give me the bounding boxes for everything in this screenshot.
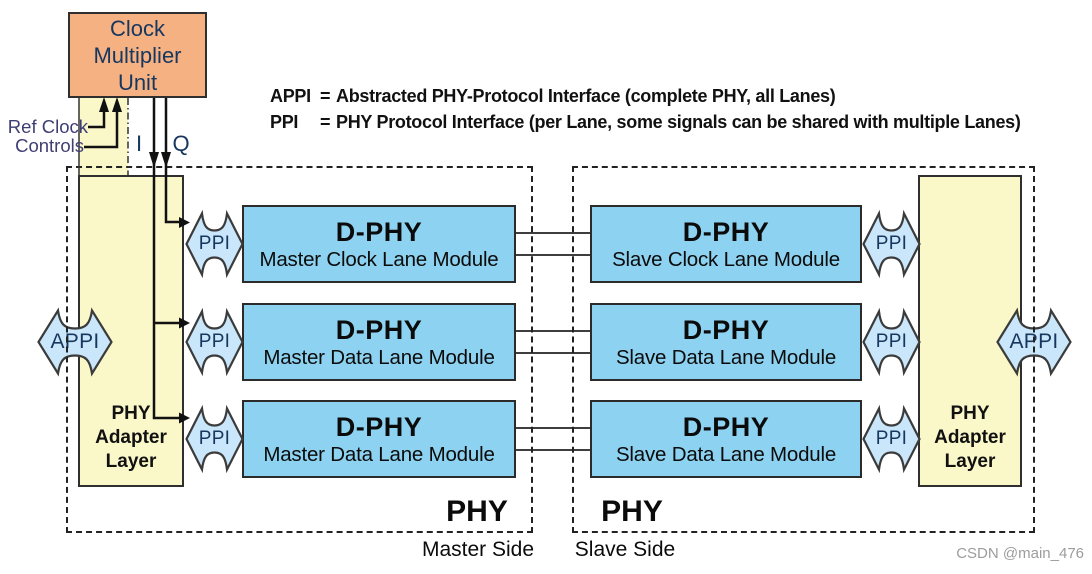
ppi-eq: = (320, 112, 331, 132)
appi-definition-row: APPI = Abstracted PHY-Protocol Interface… (270, 83, 1021, 109)
master-ppi-arrow-1: PPI (185, 206, 244, 282)
ppi-label: PPI (875, 233, 908, 254)
appi-definition: Abstracted PHY-Protocol Interface (compl… (336, 86, 836, 106)
master-data-lane-module-1: D-PHY Master Data Lane Module (242, 303, 516, 381)
ref-clock-label: Ref Clock (7, 116, 88, 137)
module-title: D-PHY (335, 411, 423, 442)
watermark: CSDN @main_476 (956, 545, 1084, 562)
ppi-term: PPI (270, 112, 299, 132)
master-side-label: Master Side (421, 538, 535, 561)
slave-data-lane-module-2: D-PHY Slave Data Lane Module (590, 400, 862, 478)
slave-clock-lane-module: D-PHY Slave Clock Lane Module (590, 205, 862, 283)
slave-phy-label: PHY (601, 495, 663, 528)
module-subtitle: Master Clock Lane Module (259, 247, 499, 271)
ppi-label: PPI (198, 331, 231, 352)
i-signal-label: I (135, 131, 143, 156)
slave-data-lane-module-1: D-PHY Slave Data Lane Module (590, 303, 862, 381)
master-phy-boundary-box (66, 166, 533, 533)
master-clock-lane-module: D-PHY Master Clock Lane Module (242, 205, 516, 283)
slave-ppi-arrow-3: PPI (862, 401, 921, 477)
controls-label: Controls (15, 135, 84, 156)
module-subtitle: Slave Clock Lane Module (612, 247, 840, 271)
appi-label: APPI (50, 330, 100, 353)
ppi-definition-row: PPI = PHY Protocol Interface (per Lane, … (270, 109, 1021, 135)
double-arrow-icon (862, 307, 921, 377)
ppi-label: PPI (875, 428, 908, 449)
master-phy-label: PHY (446, 495, 508, 528)
module-title: D-PHY (335, 314, 423, 345)
module-subtitle: Master Data Lane Module (263, 345, 495, 369)
module-subtitle: Slave Data Lane Module (615, 442, 837, 466)
appi-term: APPI (270, 86, 311, 106)
master-ppi-arrow-3: PPI (185, 401, 244, 477)
module-subtitle: Slave Data Lane Module (615, 345, 837, 369)
double-arrow-icon (185, 404, 244, 474)
appi-eq: = (320, 86, 331, 106)
module-title: D-PHY (682, 216, 770, 247)
q-signal-label: Q (172, 131, 190, 156)
ppi-label: PPI (198, 428, 231, 449)
slave-ppi-arrow-1: PPI (862, 206, 921, 282)
master-phy-adapter-layer-label: PHY Adapter Layer (95, 403, 167, 472)
interface-definitions: APPI = Abstracted PHY-Protocol Interface… (270, 83, 1021, 135)
ppi-label: PPI (875, 331, 908, 352)
ppi-definition: PHY Protocol Interface (per Lane, some s… (336, 112, 1021, 132)
double-arrow-icon (862, 404, 921, 474)
master-data-lane-module-2: D-PHY Master Data Lane Module (242, 400, 516, 478)
module-title: D-PHY (335, 216, 423, 247)
slave-phy-boundary-box (572, 166, 1035, 533)
module-title: D-PHY (682, 411, 770, 442)
cmu-adapter-connector-strip (79, 98, 128, 176)
double-arrow-icon (185, 307, 244, 377)
module-title: D-PHY (682, 314, 770, 345)
slave-phy-adapter-layer-label: PHY Adapter Layer (934, 403, 1006, 472)
slave-side-label: Slave Side (574, 538, 676, 561)
module-subtitle: Master Data Lane Module (263, 442, 495, 466)
clock-multiplier-unit-box: Clock Multiplier Unit (68, 12, 207, 98)
ppi-label: PPI (198, 233, 231, 254)
double-arrow-icon (862, 209, 921, 279)
slave-ppi-arrow-2: PPI (862, 304, 921, 380)
double-arrow-icon (185, 209, 244, 279)
master-ppi-arrow-2: PPI (185, 304, 244, 380)
